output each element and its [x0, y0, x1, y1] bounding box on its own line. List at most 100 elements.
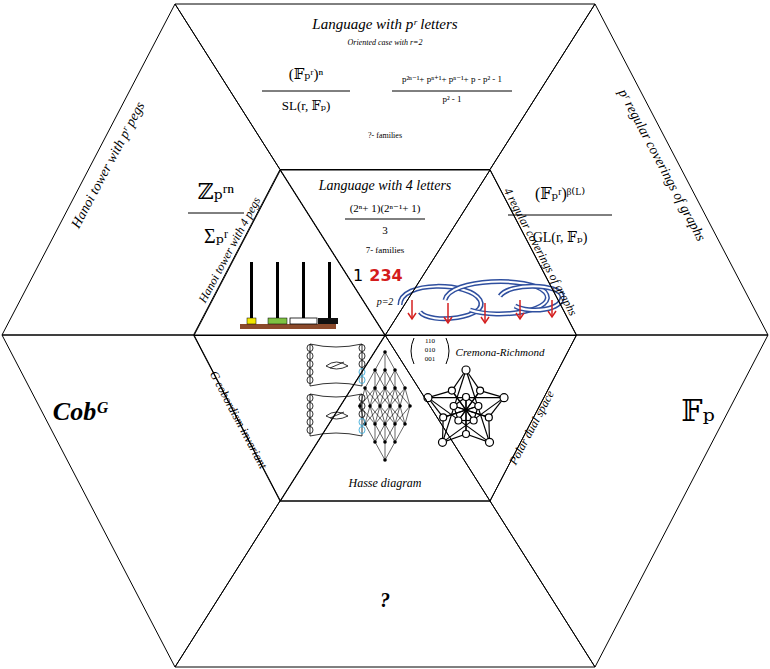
boundary-circle	[359, 403, 365, 410]
vertex	[383, 458, 387, 462]
boundary-circle	[307, 427, 313, 434]
boundary-circle	[307, 395, 313, 402]
outer-region: pʳ regular coverings of graphs(𝔽ₚʳ)ᵝ⁽ᴸ⁾G…	[490, 4, 768, 335]
inner-region: Hasse diagram	[280, 335, 490, 501]
vertex	[463, 431, 470, 438]
region-text: pʳ regular coverings of graphs	[615, 86, 708, 243]
stroke	[385, 370, 395, 388]
cobordism-picture	[307, 344, 365, 436]
region-outline	[175, 501, 595, 667]
stroke	[385, 370, 395, 388]
region-outline	[490, 335, 768, 667]
vertex	[373, 422, 377, 426]
stroke	[375, 370, 376, 388]
stroke	[405, 388, 410, 406]
boundary-circle	[307, 345, 313, 352]
vertex	[463, 394, 470, 401]
boundary-circle	[307, 411, 313, 418]
vertex	[500, 394, 508, 402]
stroke	[370, 388, 385, 406]
outer-region: 𝔽ₚ	[490, 335, 768, 667]
region-text: 𝔽ₚ	[681, 394, 714, 427]
vertex	[486, 438, 494, 446]
stroke	[395, 370, 396, 388]
region-text: Cremona-Richmond	[456, 346, 545, 358]
boundary-circle	[359, 395, 365, 402]
stroke	[405, 406, 410, 424]
stroke	[375, 406, 390, 424]
region-text: SL(r, 𝔽ₚ)	[282, 99, 331, 113]
vertex	[383, 386, 387, 390]
inner-region: 110010001Cremona-RichmondPolar dual spac…	[385, 335, 577, 501]
region-text: Cobᴳ	[53, 398, 107, 427]
hanoi-pegs	[240, 262, 338, 329]
vertex	[393, 386, 397, 390]
outer-region: Language with pʳ lettersOriented case wi…	[175, 4, 595, 170]
stroke	[385, 370, 386, 388]
vertex	[438, 438, 446, 446]
region-text: (𝔽ₚʳ)ⁿ	[289, 66, 324, 83]
stroke	[365, 406, 380, 424]
inner-region: G cobordism invariant	[194, 335, 386, 501]
vertex	[448, 387, 455, 394]
vertex	[450, 402, 457, 409]
vertex	[398, 404, 402, 408]
stroke	[466, 370, 490, 442]
stroke	[375, 424, 385, 442]
inner-region: Language with 4 letters(2ⁿ+ 1)(2ⁿ⁻¹+ 1)3…	[280, 170, 490, 336]
boundary-circle	[307, 403, 313, 410]
region-border	[490, 335, 768, 667]
region-text: Hanoi tower with pʳ pegs	[68, 99, 148, 231]
region-outline	[280, 335, 490, 501]
region-text: 010	[425, 347, 436, 355]
inner-region: 4 regular coverings of graphs	[385, 170, 577, 336]
boundary-circle	[307, 377, 313, 384]
boundary-circle	[307, 369, 313, 376]
region-text: ℤₚʳⁿ	[198, 180, 235, 204]
vertex	[383, 440, 387, 444]
region-text: 3	[382, 224, 388, 236]
region-text: Language with pʳ letters	[312, 16, 457, 33]
region-text: 1	[353, 267, 363, 285]
region-outline	[194, 335, 386, 501]
stroke	[385, 352, 386, 370]
stroke	[375, 424, 376, 442]
vertex	[393, 440, 397, 444]
region-text: 7- families	[366, 246, 405, 256]
vertex	[470, 417, 477, 424]
vertex	[388, 404, 392, 408]
vertex	[485, 414, 492, 421]
stroke	[395, 406, 410, 424]
region-text: p²ⁿ⁻¹+ pⁿ⁺¹+ pⁿ⁻¹+ p - p² - 1	[402, 75, 502, 85]
matrix-brackets	[411, 338, 449, 364]
region-outline	[490, 4, 768, 335]
vertex	[368, 404, 372, 408]
region-text: Oriented case with r=2	[348, 39, 423, 48]
stroke	[385, 442, 395, 460]
vertex	[403, 386, 407, 390]
vertex	[475, 402, 482, 409]
region-text: 234	[369, 267, 402, 285]
vertex	[383, 368, 387, 372]
region-text: p² - 1	[442, 95, 461, 105]
vertex	[462, 366, 470, 374]
vertex	[477, 387, 484, 394]
stroke	[365, 370, 375, 388]
stroke	[365, 424, 375, 442]
outer-region: ?	[175, 501, 595, 667]
boundary-circle	[359, 427, 365, 434]
vertex	[393, 368, 397, 372]
stroke	[465, 397, 466, 434]
region-text: p=2	[377, 296, 394, 307]
vertex	[383, 422, 387, 426]
stroke	[454, 406, 489, 417]
region-text: 001	[425, 356, 436, 364]
inner-region: Hanoi tower with 4 pegs	[194, 170, 386, 336]
stroke	[395, 424, 396, 442]
stroke	[385, 424, 395, 442]
boundary-circle	[307, 353, 313, 360]
region-border	[385, 335, 577, 501]
stroke	[395, 424, 405, 442]
boundary-circle	[359, 419, 365, 426]
